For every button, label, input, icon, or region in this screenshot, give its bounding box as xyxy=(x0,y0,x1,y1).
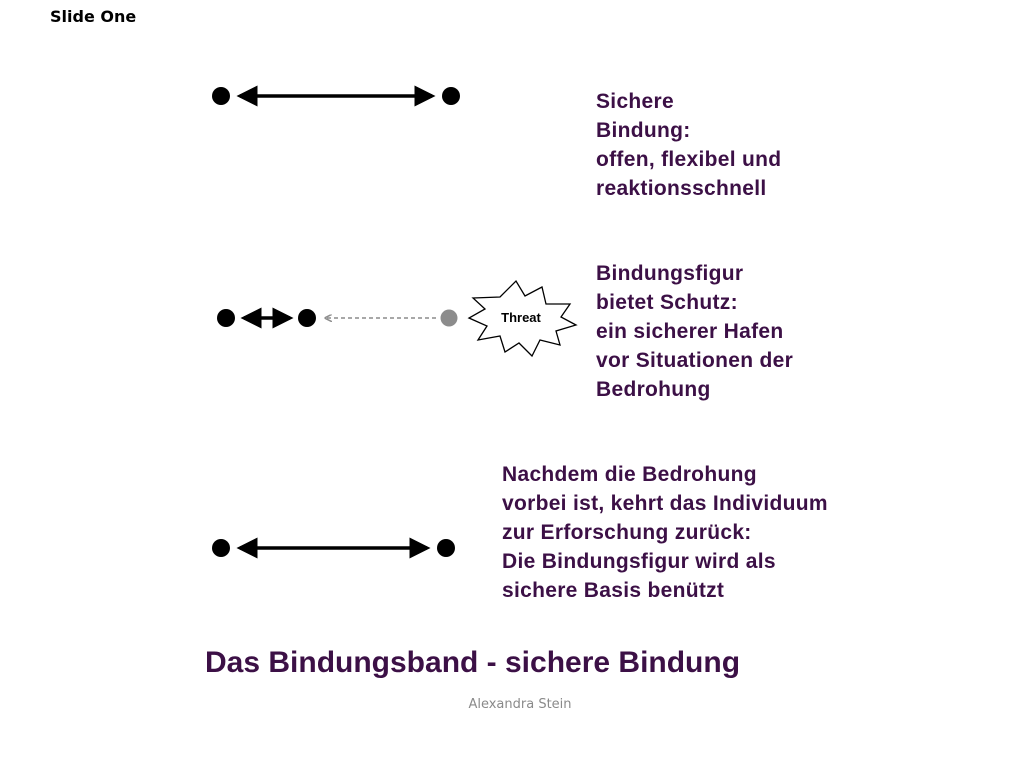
slide-title: Das Bindungsband - sichere Bindung xyxy=(205,646,741,679)
caption-line: vor Situationen der xyxy=(596,349,794,372)
attachment-figure-dot xyxy=(442,87,460,105)
caption-line: Bindungsfigur xyxy=(596,262,744,285)
caption-line: reaktionsschnell xyxy=(596,177,767,200)
child-dot xyxy=(212,539,230,557)
threat-label: Threat xyxy=(501,310,541,325)
caption-line: Sichere xyxy=(596,90,674,113)
caption-line: sichere Basis benützt xyxy=(502,579,725,602)
caption-line: Die Bindungsfigur wird als xyxy=(502,550,776,573)
attachment-figure-dot xyxy=(298,309,316,327)
secure-base-row xyxy=(212,537,455,559)
child-dot xyxy=(217,309,235,327)
caption-line: bietet Schutz: xyxy=(596,291,738,314)
caption-line: vorbei ist, kehrt das Individuum xyxy=(502,492,828,515)
attachment-figure-dot xyxy=(437,539,455,557)
secure-base-caption: Nachdem die Bedrohung vorbei ist, kehrt … xyxy=(502,460,828,605)
secure-bond-row xyxy=(212,85,460,107)
author-footer: Alexandra Stein xyxy=(468,697,572,712)
threat-burst-icon xyxy=(467,279,578,358)
secure-bond-caption: Sichere Bindung: offen, flexibel und rea… xyxy=(596,87,781,203)
safe-haven-row: Threat xyxy=(217,279,578,358)
threat-dot xyxy=(440,309,458,327)
safe-haven-caption: Bindungsfigur bietet Schutz: ein sichere… xyxy=(596,259,793,404)
caption-line: ein sicherer Hafen xyxy=(596,320,784,343)
caption-line: Nachdem die Bedrohung xyxy=(502,463,757,486)
caption-line: offen, flexibel und xyxy=(596,148,782,171)
caption-line: Bindung: xyxy=(596,119,691,142)
child-dot xyxy=(212,87,230,105)
caption-line: zur Erforschung zurück: xyxy=(502,521,752,544)
caption-line: Bedrohung xyxy=(596,378,711,401)
slide-label: Slide One xyxy=(50,7,137,26)
